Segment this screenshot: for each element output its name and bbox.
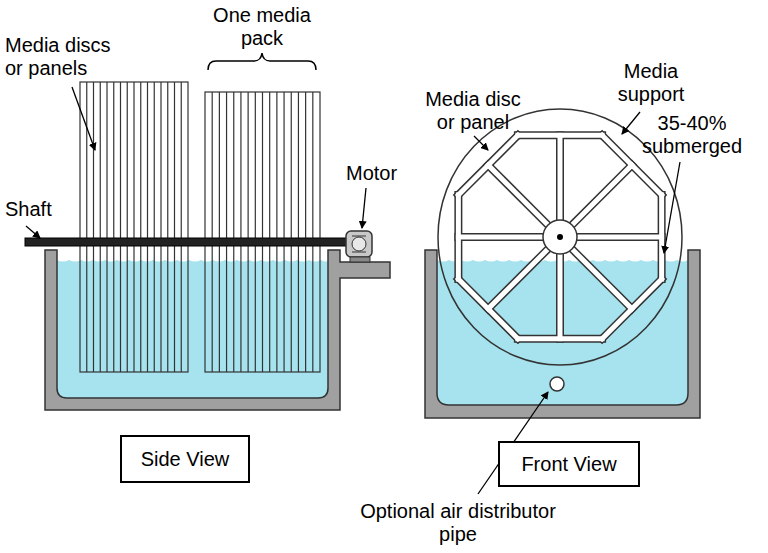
support-bar xyxy=(458,233,544,241)
media-disc xyxy=(154,82,155,372)
media-disc xyxy=(298,92,299,372)
media-disc xyxy=(212,92,213,372)
part-label: Shaft xyxy=(5,198,65,221)
media-pack xyxy=(205,92,320,372)
water xyxy=(57,260,328,398)
shaft-end xyxy=(557,234,563,240)
label-holder: One media pack xyxy=(210,4,314,50)
part-label: Optional air distributor pipe xyxy=(358,500,558,546)
media-pack xyxy=(80,82,188,372)
media-disc xyxy=(160,82,161,372)
support-bar xyxy=(576,235,662,240)
media-disc xyxy=(312,92,313,372)
support-bar xyxy=(558,253,563,339)
media-disc xyxy=(255,92,256,372)
tank-wall xyxy=(45,250,390,410)
support-bar xyxy=(488,248,549,309)
media-disc xyxy=(269,92,270,372)
label-holder: 35-40% submerged xyxy=(636,112,748,158)
media-discs xyxy=(80,82,320,372)
media-disc xyxy=(127,82,128,372)
hub xyxy=(543,220,577,254)
support-bar xyxy=(576,233,662,241)
label-holder: Media discs or panels xyxy=(5,34,117,80)
support-bar xyxy=(556,135,564,221)
media-disc xyxy=(113,82,114,372)
media-disc xyxy=(283,92,284,372)
media-disc xyxy=(226,92,227,372)
support-bar xyxy=(558,135,563,221)
view-label-box: Front View xyxy=(498,441,640,487)
media-disc xyxy=(93,82,94,372)
leader-lines xyxy=(26,87,680,494)
media-disc xyxy=(181,82,182,372)
media-support xyxy=(458,135,661,338)
support-bar xyxy=(458,235,544,240)
media-disc xyxy=(291,92,292,372)
media-disc xyxy=(100,82,101,372)
support-bar xyxy=(488,165,549,226)
media-disc xyxy=(248,92,249,372)
part-label: Media discs or panels xyxy=(5,34,117,80)
media-disc xyxy=(262,92,263,372)
part-label: One media pack xyxy=(210,4,314,50)
media-disc xyxy=(140,82,141,372)
part-label: Media support xyxy=(606,60,696,106)
media-disc xyxy=(219,92,220,372)
shaft xyxy=(25,238,347,246)
media-disc xyxy=(106,82,107,372)
label-holder: Motor xyxy=(346,162,406,185)
support-bar xyxy=(571,248,632,309)
label-holder: Optional air distributor pipe xyxy=(358,500,558,546)
media-disc xyxy=(133,82,134,372)
label-holder: Media disc or panel xyxy=(418,88,528,134)
media-disc xyxy=(174,82,175,372)
support-bar xyxy=(488,165,549,226)
label-holder: Shaft xyxy=(5,198,65,221)
media-disc xyxy=(233,92,234,372)
motor xyxy=(346,231,372,262)
media-disc xyxy=(305,92,306,372)
part-label: 35-40% submerged xyxy=(636,112,748,158)
support-bar xyxy=(488,248,549,309)
media-disc xyxy=(120,82,121,372)
view-label: Front View xyxy=(521,453,616,476)
support-bar xyxy=(571,248,632,309)
support-bar xyxy=(556,253,564,339)
part-label: Media disc or panel xyxy=(418,88,528,134)
media-disc xyxy=(276,92,277,372)
view-label: Side View xyxy=(141,448,230,471)
support-bar xyxy=(571,165,632,226)
air-pipe xyxy=(550,377,564,391)
view-label-box: Side View xyxy=(120,435,250,483)
media-disc xyxy=(147,82,148,372)
support-bar xyxy=(571,165,632,226)
media-disc xyxy=(167,82,168,372)
label-holder: Media support xyxy=(606,60,696,106)
part-label: Motor xyxy=(346,162,406,185)
media-disc xyxy=(240,92,241,372)
bracket xyxy=(208,53,316,70)
